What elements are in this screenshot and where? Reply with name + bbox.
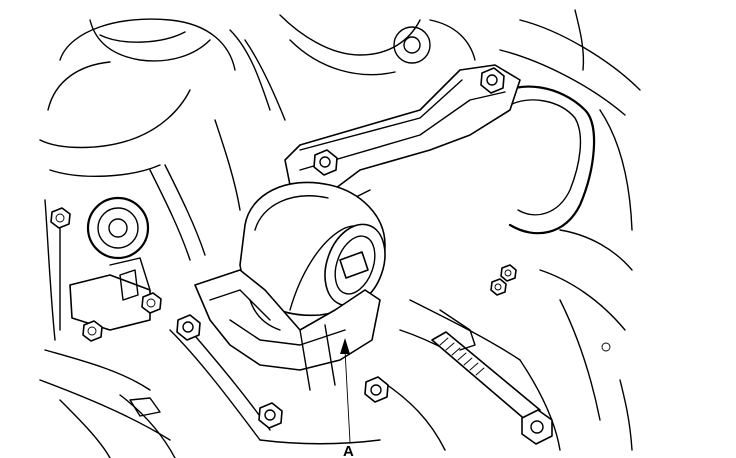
through-bolt bbox=[431, 309, 553, 445]
lower-mount-bracket bbox=[194, 269, 381, 391]
nut-small-right-1 bbox=[500, 264, 517, 282]
upper-mount-bracket bbox=[284, 64, 521, 211]
callout-a: A bbox=[340, 338, 354, 458]
callout-a-label: A bbox=[343, 443, 354, 458]
nut-small-right-2 bbox=[490, 278, 507, 296]
nut-far-left bbox=[50, 207, 71, 229]
rubber-mount bbox=[239, 181, 386, 317]
nut-left-bracket bbox=[82, 320, 103, 342]
fasteners bbox=[50, 67, 517, 429]
nut-bottom-left bbox=[258, 402, 283, 429]
nut-bracket-right bbox=[141, 292, 162, 314]
nut-upper-right bbox=[480, 67, 505, 94]
nut-upper-left bbox=[313, 149, 338, 176]
nut-bottom-right bbox=[364, 376, 389, 403]
nut-lower-left bbox=[176, 314, 201, 341]
